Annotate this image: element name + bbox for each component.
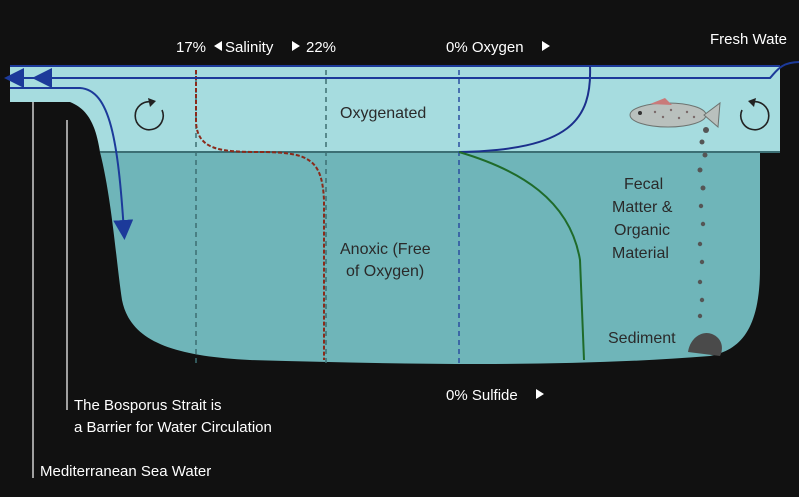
sulfide-label: 0% Sulfide [446,387,518,404]
salinity-curve [195,70,325,360]
fecal-label-line4: Material [612,245,669,262]
oxygen-curve [458,65,592,153]
clockwise-arrow-icon [739,98,770,131]
counterclockwise-arrow-icon [134,98,165,131]
salinity-right-arrow-icon [292,41,300,51]
oxygen-arrow-icon [542,41,550,51]
mediterranean-label: Mediterranean Sea Water [40,463,211,480]
fish-icon [629,98,721,129]
salinity-high-label: 22% [306,39,336,56]
salinity-word-label: Salinity [225,39,274,56]
sulfide-curve [458,151,585,361]
sediment-label: Sediment [608,330,676,347]
salinity-left-arrow-icon [214,41,222,51]
fecal-label-line2: Matter & [612,199,673,216]
fecal-label-line1: Fecal [624,176,663,193]
sulfide-arrow-icon [536,389,544,399]
anoxic-label-line2: of Oxygen) [346,263,424,280]
downward-current-arrow [10,87,134,240]
anoxic-water [100,152,760,364]
sediment-pile [688,332,722,356]
bosporus-label-line1: The Bosporus Strait is [74,397,222,414]
anoxic-label-line1: Anoxic (Free [340,241,431,258]
oxygenated-label: Oxygenated [340,105,426,122]
bosporus-label-line2: a Barrier for Water Circulation [74,419,272,436]
fecal-label-line3: Organic [614,222,670,239]
water-flow-arrow [32,61,799,88]
salinity-low-label: 17% [176,39,206,56]
fresh-water-label: Fresh Wate [710,31,787,48]
falling-particles [697,127,709,319]
oxygenated-water [10,66,780,152]
oxygen-top-label: 0% Oxygen [446,39,524,56]
